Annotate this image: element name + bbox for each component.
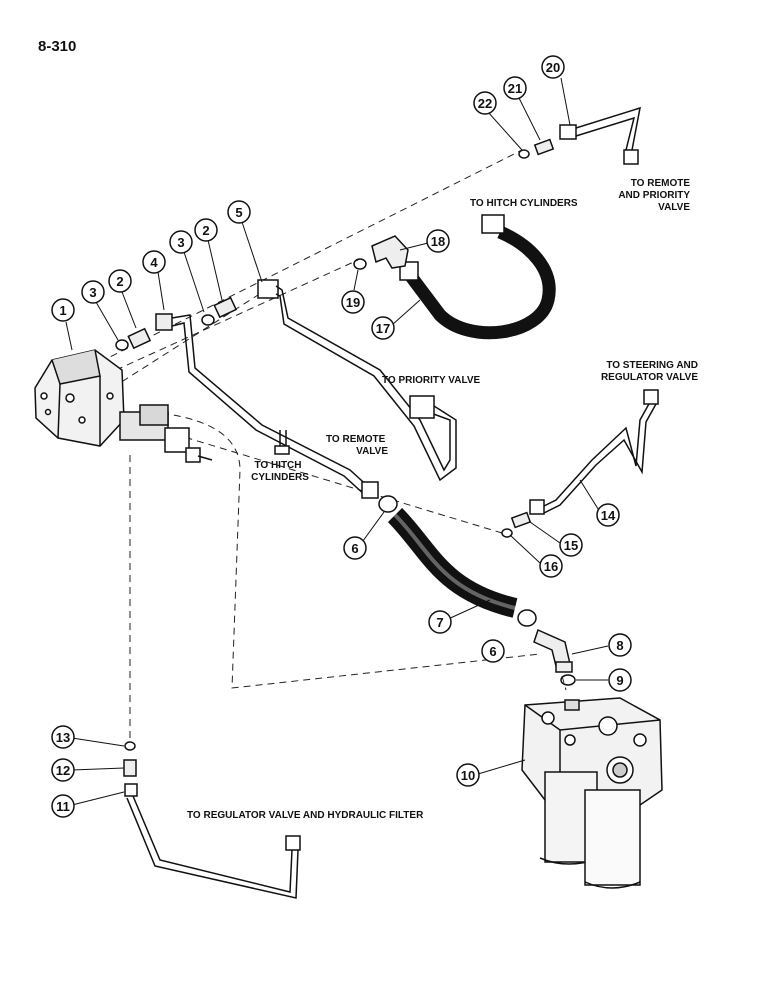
callout-20-text: 20	[546, 60, 560, 75]
callout-3-middle-text: 3	[177, 235, 184, 250]
fitting-2-middle	[213, 296, 238, 319]
callout-9-text: 9	[616, 673, 623, 688]
callout-18-text: 18	[431, 234, 445, 249]
fitting-15-16	[501, 511, 532, 538]
label-remote-priority-line2: AND PRIORITY	[618, 190, 690, 201]
callout-2-middle: 2	[194, 218, 218, 242]
callout-15: 15	[559, 533, 583, 557]
fitting-2-left	[127, 327, 152, 350]
callout-leaders	[65, 77, 609, 806]
destination-labels: TO REMOTE AND PRIORITY VALVE TO HITCH CY…	[187, 178, 698, 821]
pipe-14	[529, 389, 659, 515]
callout-11-text: 11	[56, 799, 70, 814]
callout-13: 13	[51, 725, 75, 749]
callout-17: 17	[371, 316, 395, 340]
fittings-near-valve	[115, 296, 238, 351]
control-valve-body	[34, 349, 213, 463]
callout-18: 18	[426, 229, 450, 253]
callout-10: 10	[456, 763, 480, 787]
callout-12: 12	[51, 758, 75, 782]
callouts: 1 2 3 4 3 2 5 6 7 6 8 9 10 11 12 13 14 1…	[51, 55, 632, 818]
callout-11: 11	[51, 794, 75, 818]
hose-7	[378, 495, 537, 627]
callout-3-left: 3	[81, 280, 105, 304]
callout-3-middle: 3	[169, 230, 193, 254]
callout-19: 19	[341, 290, 365, 314]
nut-4	[155, 313, 173, 331]
callout-16-text: 16	[544, 559, 558, 574]
callout-7: 7	[428, 610, 452, 634]
callout-13-text: 13	[56, 730, 70, 745]
label-regulator-filter: TO REGULATOR VALVE AND HYDRAULIC FILTER	[187, 810, 424, 821]
pipe-4	[171, 314, 379, 499]
callout-1-text: 1	[59, 303, 66, 318]
o-ring-3-middle	[201, 314, 215, 326]
callout-6-upper-text: 6	[351, 541, 358, 556]
callout-6-lower: 6	[481, 639, 505, 663]
callout-8: 8	[608, 633, 632, 657]
callout-2-middle-text: 2	[202, 223, 209, 238]
pipe-20	[559, 106, 641, 165]
callout-6-lower-text: 6	[489, 644, 496, 659]
callout-12-text: 12	[56, 763, 70, 778]
callout-2-left: 2	[108, 269, 132, 293]
o-ring-9	[560, 674, 576, 686]
label-steering-regulator-line2: REGULATOR VALVE	[601, 372, 698, 383]
label-priority-valve: TO PRIORITY VALVE	[382, 375, 480, 386]
elbow-18	[353, 235, 409, 270]
callout-8-text: 8	[616, 638, 623, 653]
callout-19-text: 19	[346, 295, 360, 310]
page-number: 8-310	[38, 38, 77, 55]
pipe-5	[257, 279, 457, 482]
callout-16: 16	[539, 554, 563, 578]
label-remote-valve-line2: VALVE	[356, 446, 388, 457]
callout-10-text: 10	[461, 768, 475, 783]
o-ring-3-left	[115, 339, 129, 351]
label-steering-regulator-line1: TO STEERING AND	[606, 360, 698, 371]
label-remote-priority-line3: VALVE	[658, 202, 690, 213]
callout-7-text: 7	[436, 615, 443, 630]
elbow-8	[533, 628, 576, 686]
label-hitch-cylinders-left-line2: CYLINDERS	[251, 472, 309, 483]
callout-21-text: 21	[508, 81, 522, 96]
callout-21: 21	[503, 76, 527, 100]
callout-17-text: 17	[376, 321, 390, 336]
label-remote-valve-line1: TO REMOTE	[326, 434, 386, 445]
filter-assembly-10	[521, 697, 663, 889]
callout-6-upper: 6	[343, 536, 367, 560]
callout-3-left-text: 3	[89, 285, 96, 300]
clamp-6-lower	[517, 609, 537, 627]
callout-5: 5	[227, 200, 251, 224]
fitting-21-22	[518, 138, 555, 159]
callout-1: 1	[51, 298, 75, 322]
fitting-12-13	[123, 741, 137, 777]
callout-5-text: 5	[235, 205, 242, 220]
clamp-6-upper	[378, 495, 398, 513]
label-remote-priority-line1: TO REMOTE	[631, 178, 691, 189]
callout-4: 4	[142, 250, 166, 274]
hose-17	[399, 214, 556, 340]
callout-9: 9	[608, 668, 632, 692]
callout-20: 20	[541, 55, 565, 79]
callout-4-text: 4	[150, 255, 158, 270]
callout-2-left-text: 2	[116, 274, 123, 289]
callout-22-text: 22	[478, 96, 492, 111]
label-hitch-cylinders-top: TO HITCH CYLINDERS	[470, 198, 578, 209]
callout-15-text: 15	[564, 538, 578, 553]
o-ring-19	[353, 258, 367, 270]
label-hitch-cylinders-left-line1: TO HITCH	[254, 460, 301, 471]
callout-14: 14	[596, 503, 620, 527]
callout-22: 22	[473, 91, 497, 115]
pipe-11	[124, 783, 301, 899]
callout-14-text: 14	[601, 508, 616, 523]
